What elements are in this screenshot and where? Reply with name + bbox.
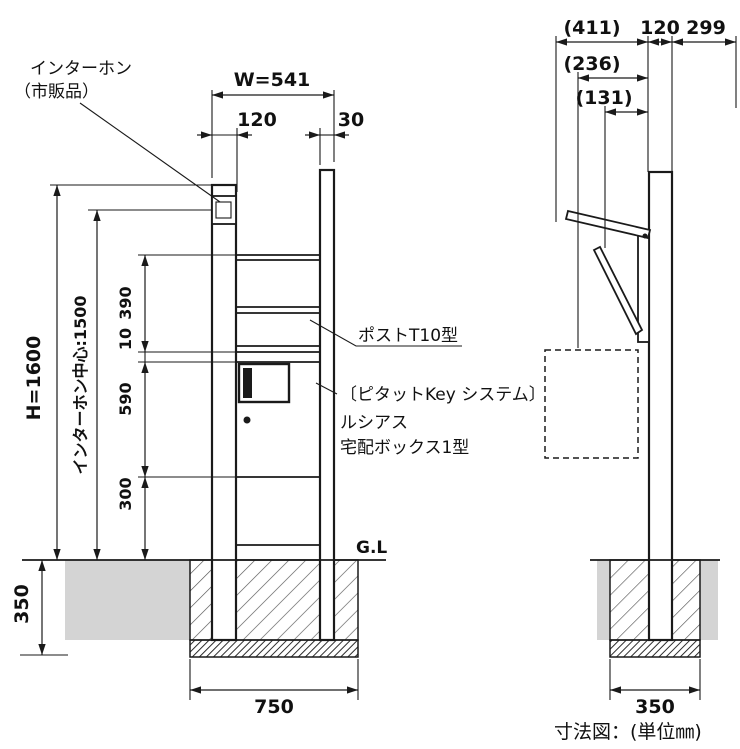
intercom-label-line2: （市販品）: [14, 82, 99, 102]
dim-foundation-750: 750: [254, 696, 294, 718]
post-leader-line: [309, 319, 462, 347]
keyhole-icon: [243, 416, 251, 424]
lid-hinge: [642, 233, 648, 239]
dim-390: 390: [116, 286, 135, 319]
side-dimension-lines: [556, 38, 736, 694]
dim-intercom-center: インターホン中心:1500: [71, 296, 90, 475]
left-post: [210, 183, 238, 642]
intercom-panel: [215, 201, 232, 219]
dim-depth-411: (411): [563, 17, 620, 39]
mailbox-lid-open: [564, 209, 652, 240]
callouts: インターホン （市販品） ポストT10型 〔ピタットKey システム〕 ルシアス…: [14, 59, 546, 558]
delivery-box-label: 宅配ボックス1型: [340, 438, 469, 458]
front-dimension-labels: W=541 120 30 H=1600 インターホン中心:1500 390 10…: [11, 69, 364, 718]
dim-post-120: 120: [640, 17, 680, 39]
drawing-caption: 寸法図：(単位㎜): [554, 721, 702, 743]
dim-590: 590: [116, 382, 135, 415]
dim-300: 300: [116, 477, 135, 510]
delivery-box-front: [236, 361, 320, 546]
dim-10: 10: [116, 328, 135, 350]
series-label: ルシアス: [340, 413, 408, 433]
key-system-label: 〔ピタットKey システム〕: [340, 385, 546, 405]
mailbox-front: [236, 306, 320, 353]
dim-top-120: 120: [237, 109, 277, 131]
gravel-side: [609, 639, 701, 658]
ground-level-label: G.L: [356, 538, 387, 558]
dim-ground-350: 350: [11, 584, 33, 624]
mailbox-door-open: [592, 245, 644, 336]
intercom-box: [211, 195, 237, 225]
side-view: [544, 170, 674, 642]
intercom-label-line1: インターホン: [30, 59, 132, 79]
handle-bar: [243, 368, 252, 398]
dim-back-299: 299: [686, 17, 726, 39]
intercom-leader-line: [79, 102, 221, 203]
dim-foundation-350: 350: [635, 696, 675, 718]
front-dimension-lines: [38, 91, 358, 694]
soil-right-side: [700, 560, 718, 640]
dim-box-236: (236): [563, 53, 620, 75]
dim-lid-131: (131): [575, 87, 632, 109]
side-post: [647, 170, 674, 642]
front-extension-lines: [20, 90, 359, 700]
gravel-front: [189, 639, 359, 658]
right-post: [318, 168, 336, 642]
post-type-label: ポストT10型: [358, 326, 458, 346]
side-dimension-labels: (411) 120 299 (236) (131) 350: [563, 17, 725, 718]
dim-width-total: W=541: [234, 69, 311, 91]
front-view: [210, 168, 336, 642]
dim-top-30: 30: [338, 109, 364, 131]
soil-left-front: [65, 560, 190, 640]
soil-left-side: [597, 560, 610, 640]
panel-top-rail: [236, 254, 320, 261]
key-system-leader-line: [315, 382, 338, 395]
delivery-box-outline-dashed: [544, 349, 639, 459]
dim-height-total: H=1600: [23, 336, 45, 421]
